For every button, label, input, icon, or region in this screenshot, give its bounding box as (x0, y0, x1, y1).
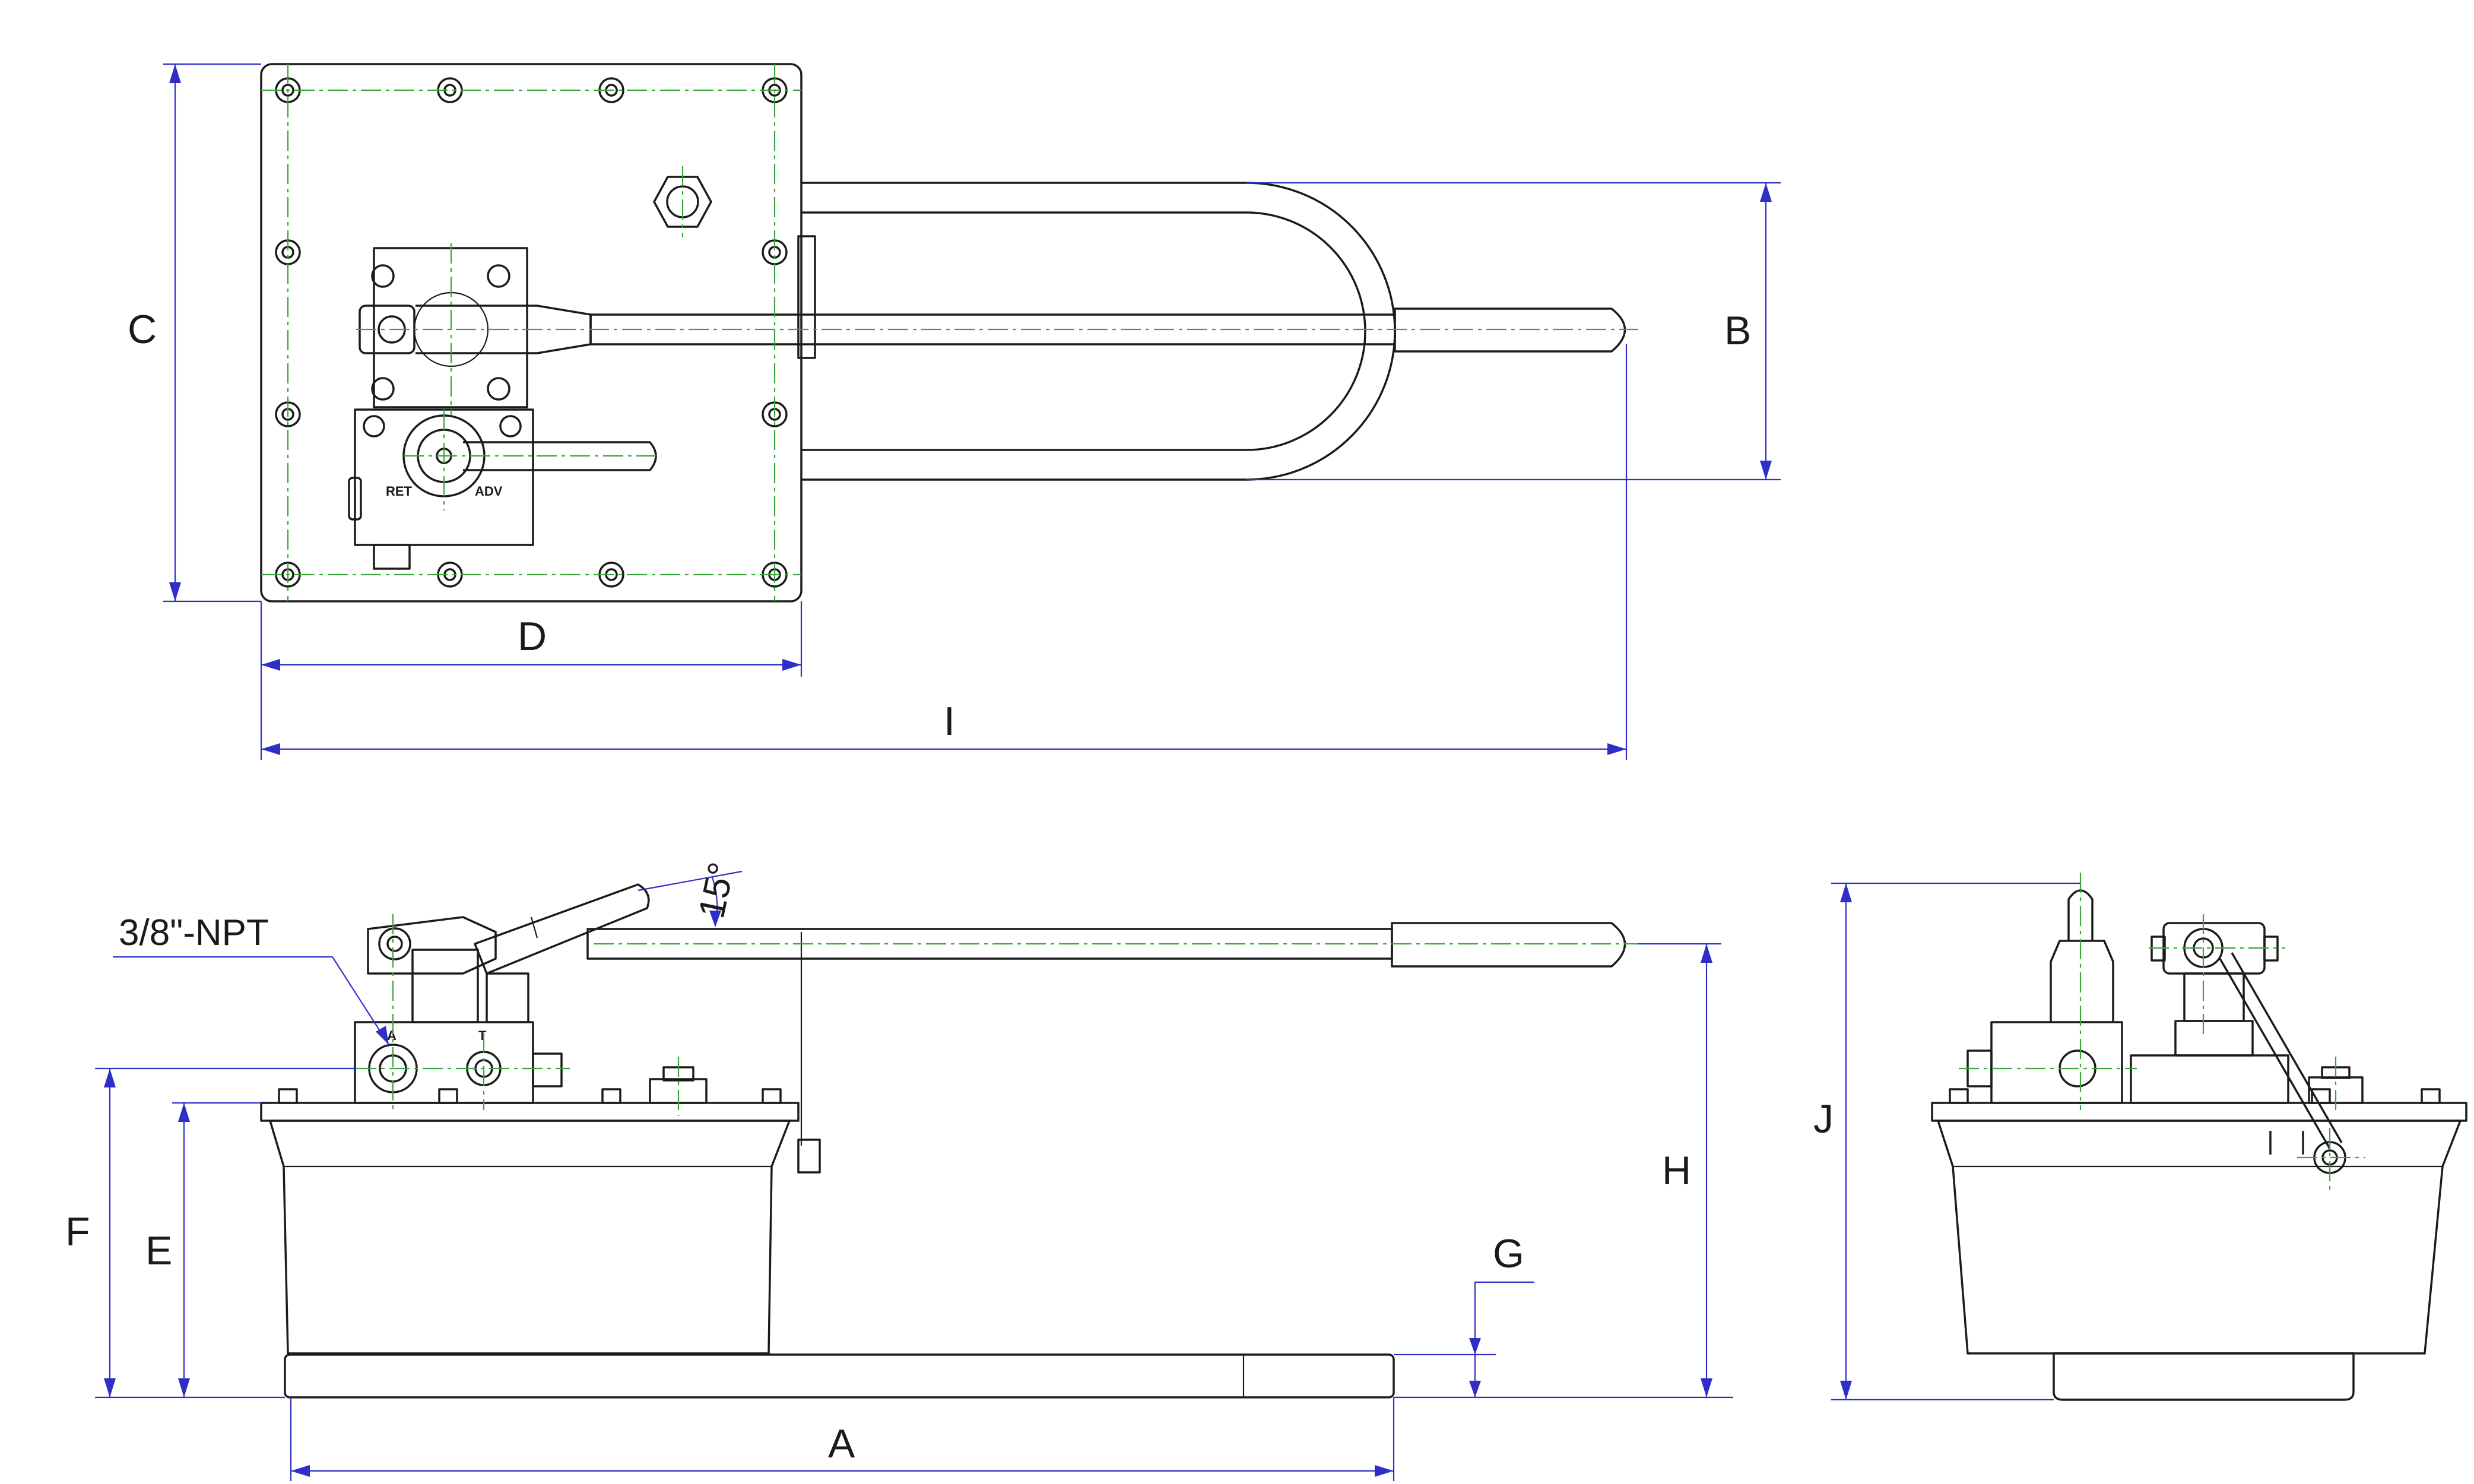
front-base-rail (284, 1353, 1395, 1399)
dimension-d: D (260, 601, 803, 677)
top-carry-handle (801, 182, 1396, 481)
front-reservoir (269, 1120, 791, 1355)
dimension-label-e: E (145, 1228, 172, 1273)
dimension-j: J (1813, 882, 2080, 1401)
dimension-g: G (1394, 1231, 1733, 1399)
port-callout-label: 3/8"-NPT (119, 912, 269, 953)
dimension-label-f: F (65, 1209, 90, 1254)
top-base-plate (260, 63, 803, 603)
top-centerlines (261, 64, 1638, 601)
side-top-plate (1931, 1102, 2467, 1122)
dimension-label-c: C (128, 307, 157, 352)
dimension-label-h: H (1662, 1148, 1691, 1193)
dimension-a: A (290, 1397, 1395, 1481)
dimension-label-a: A (828, 1421, 855, 1466)
dimension-i: I (260, 344, 1628, 760)
dimension-f: F (65, 1067, 356, 1399)
dimension-label-g: G (1493, 1231, 1524, 1276)
valve-label-ret: RET (386, 484, 413, 499)
top-view: RET ADV C B (128, 63, 1781, 760)
angle-label: 15° (691, 859, 743, 922)
dimension-e: E (145, 1102, 261, 1397)
side-bolts (1949, 1066, 2441, 1104)
top-handle-grip (1394, 307, 1626, 353)
side-linkage (2219, 952, 2343, 1149)
front-handle-grip (1391, 922, 1626, 968)
front-bolts (278, 1066, 782, 1104)
port-label-t: T (478, 1028, 487, 1043)
dimension-b: B (1246, 182, 1781, 481)
dimension-label-d: D (518, 614, 547, 659)
dimension-label-j: J (1813, 1096, 1834, 1141)
valve-label-adv: ADV (475, 484, 503, 499)
angle-15: 15° (637, 859, 743, 927)
top-bolt-pattern (275, 77, 788, 588)
dimension-c: C (128, 63, 261, 603)
front-centerlines (356, 914, 1638, 1116)
front-raised-lever (474, 883, 650, 975)
dimension-h: H (1638, 943, 1721, 1397)
side-pump-block (1990, 1021, 2123, 1104)
side-valve-body (2130, 1054, 2289, 1104)
port-callout: 3/8"-NPT (113, 912, 389, 1045)
side-view: J (1813, 873, 2467, 1401)
front-view: A T (65, 859, 1733, 1481)
side-centerlines (1959, 873, 2365, 1190)
top-valve-lever (463, 441, 657, 471)
front-top-plate (260, 1102, 800, 1122)
side-base-foot (2053, 1352, 2355, 1401)
dimension-label-i: I (944, 699, 955, 744)
dimension-label-b: B (1724, 308, 1751, 353)
front-pump-head (367, 916, 497, 975)
port-label-a: A (387, 1028, 397, 1043)
top-filler-nut (653, 176, 712, 228)
side-reservoir (1937, 1120, 2462, 1355)
